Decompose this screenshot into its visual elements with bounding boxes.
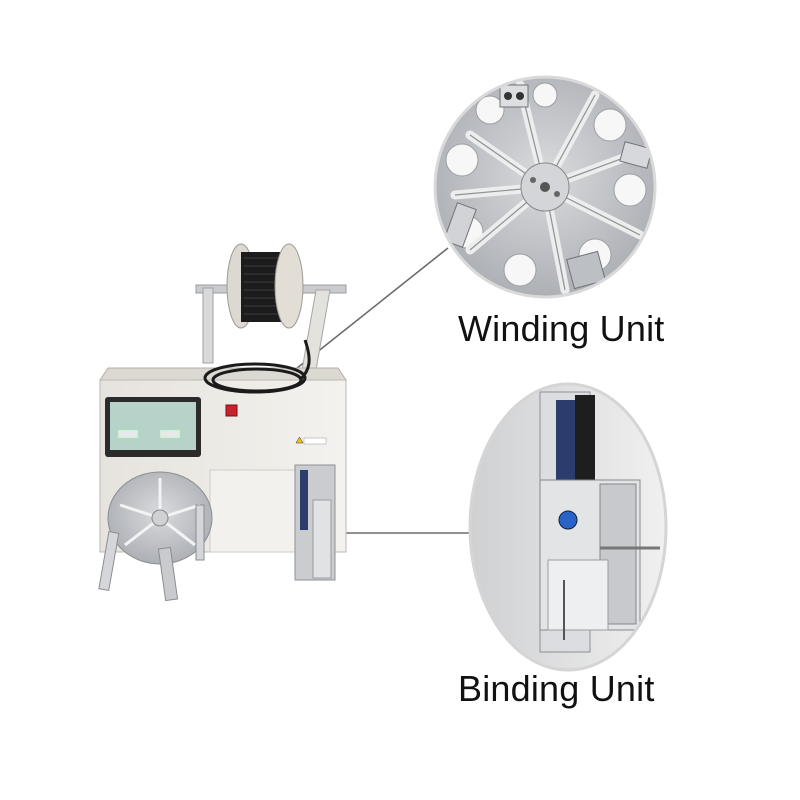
coiled-cable bbox=[203, 339, 311, 394]
winding-unit-closeup bbox=[433, 75, 657, 299]
warning-label bbox=[295, 436, 304, 444]
wire-binding-machine bbox=[98, 243, 347, 602]
spool-stand-right bbox=[301, 289, 331, 371]
touchscreen-display bbox=[110, 402, 196, 450]
cable-spool bbox=[226, 243, 304, 329]
binding-unit-small bbox=[294, 464, 336, 581]
binding-unit-label: Binding Unit bbox=[458, 668, 655, 709]
winding-unit-label: Winding Unit bbox=[458, 308, 665, 349]
machine-lower-panel bbox=[209, 469, 301, 553]
winding-disc-small bbox=[98, 471, 213, 602]
spool-stand-left bbox=[202, 287, 214, 364]
binding-unit-closeup bbox=[468, 382, 668, 672]
power-switch bbox=[225, 404, 238, 417]
